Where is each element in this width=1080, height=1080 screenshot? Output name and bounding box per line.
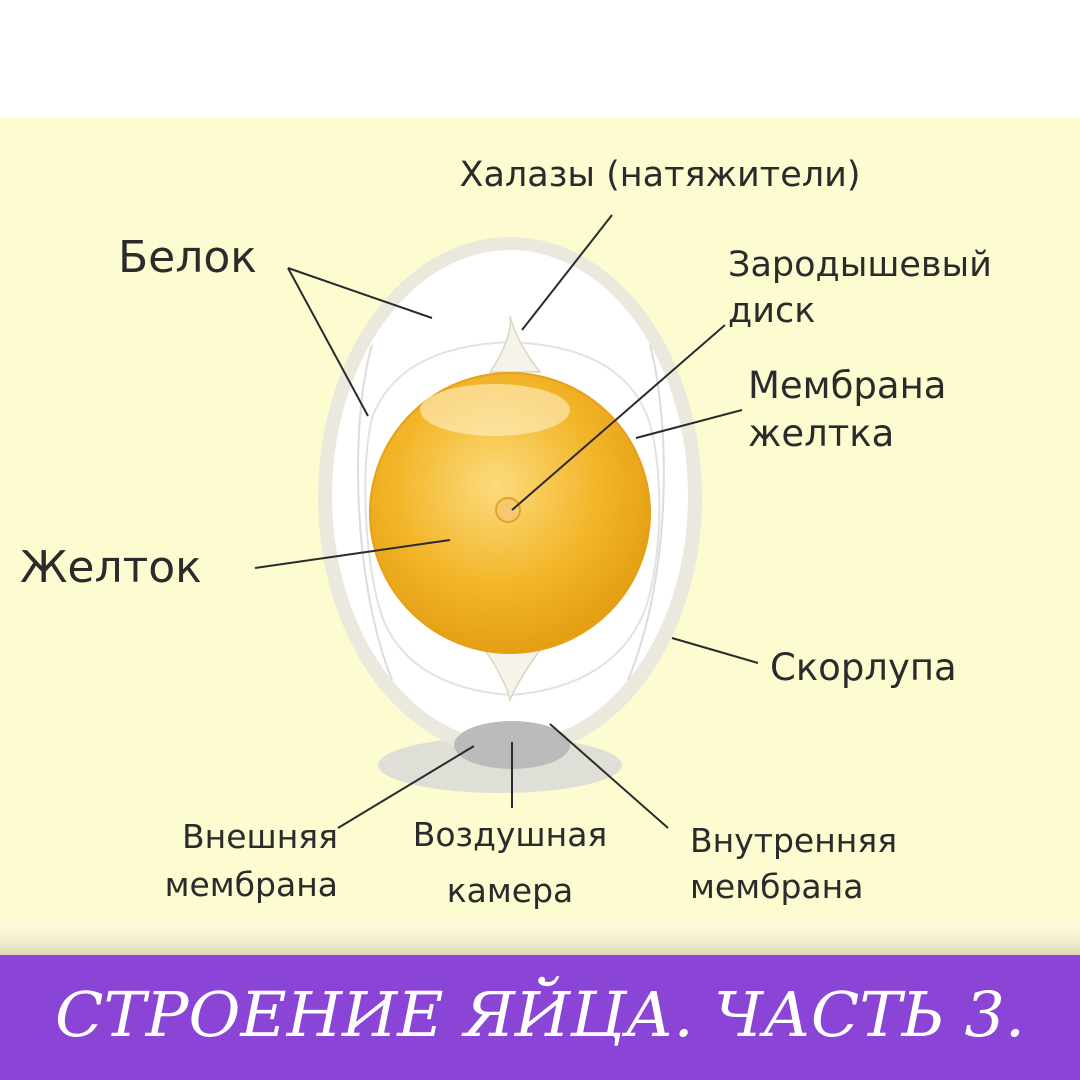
leader-albumen-1 <box>287 267 433 319</box>
leader-outer-membrane <box>337 745 475 829</box>
label-germinal-disc-line1: Зародышевый <box>728 245 992 285</box>
leader-shell <box>671 637 759 664</box>
chalaza-bottom <box>483 649 542 703</box>
yolk-membrane <box>369 372 651 654</box>
chalaza-top <box>488 315 542 373</box>
leader-inner-membrane <box>549 723 669 829</box>
germinal-disc <box>495 497 521 523</box>
yolk-highlight <box>420 384 570 436</box>
label-air-cell-line2: камера <box>447 871 574 910</box>
albumen-side-line-left <box>357 344 393 681</box>
label-yolk: Желток <box>20 542 202 593</box>
label-albumen: Белок <box>118 232 257 283</box>
leader-germinal-disc <box>511 324 726 511</box>
leader-yolk <box>254 539 451 569</box>
panel-bottom-shade <box>0 915 1080 955</box>
label-germinal-disc-line2: диск <box>728 291 815 331</box>
label-inner-membrane-line2: мембрана <box>690 867 863 906</box>
label-chalazae: Халазы (натяжители) <box>459 155 860 195</box>
top-white-band <box>0 0 1080 118</box>
banner-title: СТРОЕНИЕ ЯЙЦА. ЧАСТЬ 3. <box>55 976 1025 1051</box>
label-outer-membrane-line1: Внешняя <box>182 817 338 856</box>
label-inner-membrane-line1: Внутренняя <box>690 821 897 860</box>
leader-albumen-2 <box>287 267 369 417</box>
title-banner <box>0 955 1080 1080</box>
label-yolk-membrane-line2: желтка <box>748 412 894 455</box>
label-outer-membrane-line2: мембрана <box>165 865 338 904</box>
leader-yolk-membrane <box>635 409 743 439</box>
label-air-cell-line1: Воздушная <box>413 815 608 854</box>
label-yolk-membrane-line1: Мембрана <box>748 364 946 407</box>
leader-chalazae <box>521 214 613 331</box>
albumen-side-line-right <box>627 344 665 681</box>
label-shell: Скорлупа <box>770 646 957 689</box>
